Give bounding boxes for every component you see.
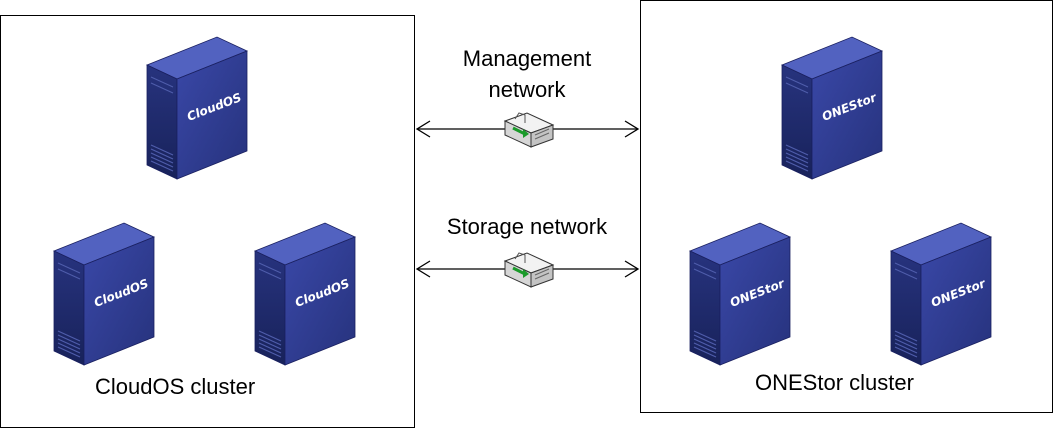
- storage-network-label: Storage network: [446, 214, 608, 239]
- cloudos-cluster-label: CloudOS cluster: [95, 374, 256, 399]
- double-arrow-icon: [415, 260, 431, 278]
- onestor-cluster-box: [640, 0, 1053, 413]
- cloudos-cluster-box: [0, 15, 415, 428]
- management-network-label: Management network: [427, 43, 627, 105]
- double-arrow-icon: [415, 120, 431, 138]
- onestor-cluster-label: ONEStor cluster: [755, 370, 914, 395]
- management-network-label-line2: network: [488, 77, 566, 102]
- network-switch-icon: [503, 252, 555, 288]
- storage-network-link: [415, 260, 640, 278]
- management-network-label-line1: Management: [462, 46, 592, 71]
- management-network-link: [415, 120, 640, 138]
- network-switch-icon: [503, 112, 555, 148]
